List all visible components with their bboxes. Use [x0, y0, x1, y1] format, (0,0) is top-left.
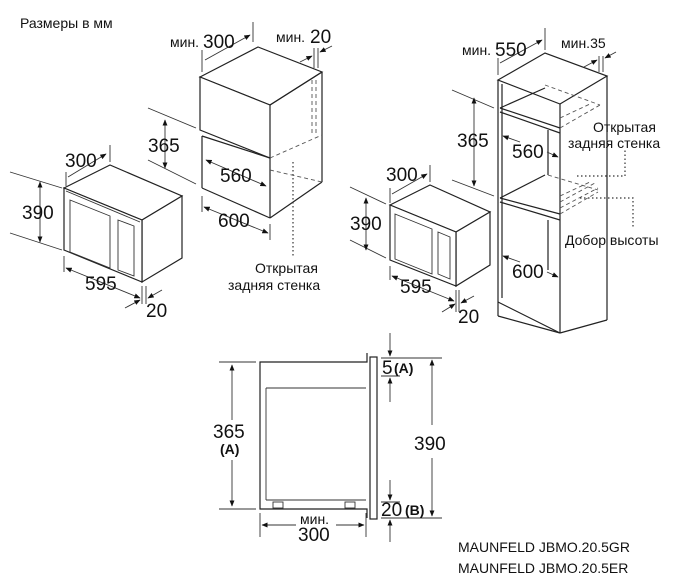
wall-gap: 20: [310, 27, 331, 48]
model-name-2: MAUNFELD JBMO.20.5ER: [458, 560, 628, 576]
wall-open-back-line1: Открытая: [255, 260, 318, 276]
microwave-right-dimensions: [349, 165, 475, 313]
side-total-height: 390: [414, 434, 446, 455]
tall-gap: мин.35: [561, 35, 606, 51]
units-title: Размеры в мм: [20, 15, 113, 31]
wall-inner-width: 560: [220, 166, 252, 187]
microwave-right-frame: 20: [458, 307, 479, 328]
microwave-left-height: 390: [22, 203, 54, 224]
tall-depth-prefix: мин.: [462, 42, 491, 58]
wall-depth: 300: [203, 32, 235, 53]
side-depth: 300: [298, 525, 330, 546]
wall-open-back-line2: задняя стенка: [228, 277, 320, 293]
tall-depth: 550: [495, 40, 527, 61]
microwave-right-depth: 300: [386, 165, 418, 186]
side-view: [219, 333, 442, 542]
microwave-right: [388, 184, 492, 288]
wall-niche-height: 365: [148, 136, 180, 157]
tall-height-filler: Добор высоты: [565, 232, 659, 248]
wall-depth-prefix: мин.: [170, 34, 199, 50]
tall-cabinet: [496, 52, 634, 334]
tall-open-back-line1: Открытая: [593, 119, 656, 135]
tall-niche-height: 365: [457, 131, 489, 152]
wall-cabinet: [198, 46, 324, 258]
tall-outer-width: 600: [512, 262, 544, 283]
wall-outer-width: 600: [218, 211, 250, 232]
microwave-left-dimensions: [9, 145, 163, 309]
microwave-left-frame: 20: [146, 301, 167, 322]
side-niche-note: (A): [220, 441, 239, 457]
side-top-gap-note: (A): [394, 360, 413, 376]
tall-cabinet-dimensions: [451, 28, 617, 278]
microwave-left: [62, 164, 184, 284]
side-bottom-gap-note: (B): [405, 502, 424, 518]
microwave-right-height: 390: [350, 214, 382, 235]
wall-gap-prefix: мин.: [276, 29, 305, 45]
wall-cabinet-dimensions: [147, 22, 333, 240]
tall-open-back-line2: задняя стенка: [568, 135, 660, 151]
tall-inner-width: 560: [512, 142, 544, 163]
side-top-gap: 5: [382, 358, 393, 379]
side-depth-prefix: мин.: [300, 511, 329, 527]
model-name-1: MAUNFELD JBMO.20.5GR: [458, 539, 630, 555]
microwave-left-width: 595: [85, 274, 117, 295]
microwave-left-depth: 300: [65, 151, 97, 172]
side-niche-height: 365: [213, 422, 245, 443]
microwave-right-width: 595: [400, 277, 432, 298]
side-bottom-gap: 20: [381, 500, 402, 521]
